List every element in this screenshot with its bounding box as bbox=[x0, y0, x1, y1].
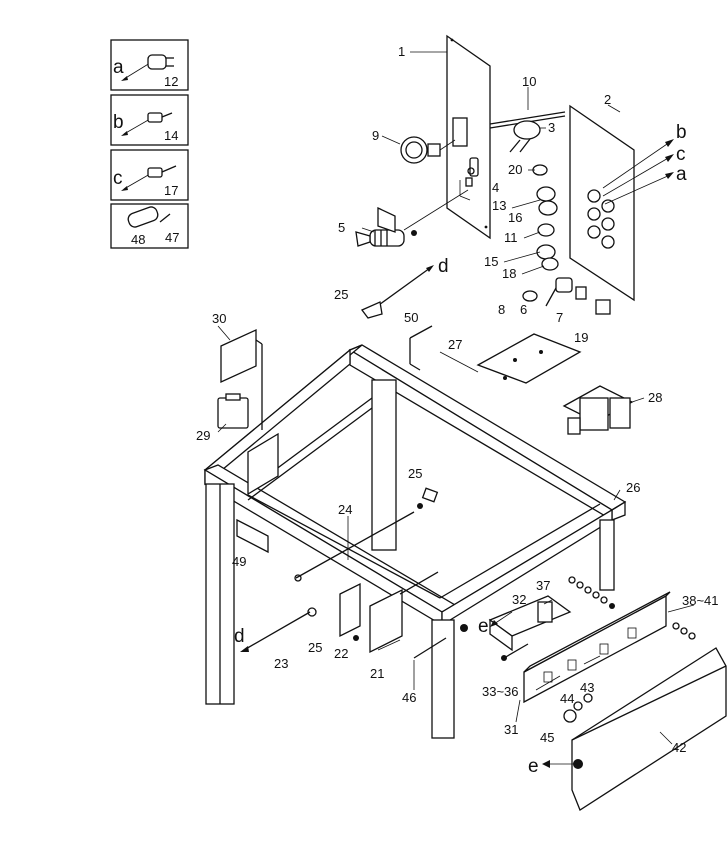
callout-25-lower: 25 bbox=[308, 640, 322, 655]
connector-d-lower: d bbox=[234, 626, 245, 647]
connector-b: b bbox=[676, 122, 687, 143]
callout-3: 3 bbox=[548, 120, 555, 135]
relay-28 bbox=[562, 385, 634, 435]
callout-6: 6 bbox=[520, 302, 527, 317]
callout-25-upper: 25 bbox=[334, 287, 348, 302]
callout-29: 29 bbox=[196, 428, 210, 443]
bolt-25-upper bbox=[417, 487, 439, 509]
callout-27: 27 bbox=[448, 337, 462, 352]
connector-letters: b c a d d e e bbox=[234, 122, 687, 777]
wire-arrows-abc bbox=[602, 139, 674, 205]
switch-group bbox=[532, 164, 559, 271]
part-37 bbox=[537, 601, 553, 623]
callout-50: 50 bbox=[404, 310, 418, 325]
callout-7: 7 bbox=[556, 310, 563, 325]
callout-8: 8 bbox=[498, 302, 505, 317]
callout-1: 1 bbox=[398, 44, 405, 59]
callout-16: 16 bbox=[508, 210, 522, 225]
plate-49 bbox=[236, 518, 269, 554]
callout-2: 2 bbox=[604, 92, 611, 107]
callout-22: 22 bbox=[334, 646, 348, 661]
relay-29 bbox=[217, 393, 249, 429]
callout-28: 28 bbox=[648, 390, 662, 405]
callout-20: 20 bbox=[508, 162, 522, 177]
connector-e-upper: e bbox=[478, 616, 489, 637]
bracket-32 bbox=[488, 595, 572, 652]
callout-49: 49 bbox=[232, 554, 246, 569]
connector-a: a bbox=[676, 164, 687, 185]
panel-1 bbox=[446, 34, 491, 240]
svg-text:47: 47 bbox=[165, 230, 179, 245]
rod-23 bbox=[240, 607, 317, 652]
callout-10: 10 bbox=[522, 74, 536, 89]
cable-d-upper bbox=[360, 265, 434, 319]
bolts-33-36 bbox=[501, 643, 529, 661]
callout-37: 37 bbox=[536, 578, 550, 593]
callout-44: 44 bbox=[560, 691, 574, 706]
callout-31: 31 bbox=[504, 722, 518, 737]
callout-23: 23 bbox=[274, 656, 288, 671]
callout-26: 26 bbox=[626, 480, 640, 495]
bolt-46 bbox=[413, 624, 468, 659]
inset-box-b: b 14 bbox=[110, 94, 189, 146]
callout-9: 9 bbox=[372, 128, 379, 143]
connector-e-lower: e bbox=[528, 756, 539, 777]
callout-43: 43 bbox=[580, 680, 594, 695]
inset-box-c: c 17 bbox=[110, 149, 189, 201]
svg-text:c: c bbox=[113, 168, 123, 189]
leader-lines bbox=[217, 51, 695, 745]
inset-box-fuse: 48 47 bbox=[110, 203, 189, 249]
callout-38-41: 38~41 bbox=[682, 593, 719, 608]
callout-13: 13 bbox=[492, 198, 506, 213]
washers-38-41 bbox=[568, 576, 696, 640]
svg-text:a: a bbox=[113, 57, 124, 78]
inset-box-a: a 12 bbox=[110, 39, 189, 91]
connector-e bbox=[490, 611, 578, 768]
callout-19: 19 bbox=[574, 330, 588, 345]
callout-45: 45 bbox=[540, 730, 554, 745]
callout-21: 21 bbox=[370, 666, 384, 681]
callout-32: 32 bbox=[512, 592, 526, 607]
plate-27 bbox=[476, 333, 582, 384]
svg-text:17: 17 bbox=[164, 183, 178, 198]
callout-33-36: 33~36 bbox=[482, 684, 519, 699]
panel-2 bbox=[569, 104, 635, 302]
rod-24 bbox=[294, 511, 415, 582]
svg-text:14: 14 bbox=[164, 128, 178, 143]
svg-text:48: 48 bbox=[131, 232, 145, 247]
svg-text:b: b bbox=[113, 112, 124, 133]
callout-30: 30 bbox=[212, 311, 226, 326]
callout-42: 42 bbox=[672, 740, 686, 755]
cover-42 bbox=[571, 647, 727, 811]
callout-25-middle: 25 bbox=[408, 466, 422, 481]
callout-5: 5 bbox=[338, 220, 345, 235]
callout-18: 18 bbox=[502, 266, 516, 281]
svg-text:12: 12 bbox=[164, 74, 178, 89]
switch-3 bbox=[509, 120, 541, 153]
key-switch-5 bbox=[355, 189, 469, 247]
bracket-50 bbox=[409, 325, 433, 371]
connector-parts bbox=[459, 167, 611, 315]
table-frame bbox=[203, 344, 627, 739]
callout-15: 15 bbox=[484, 254, 498, 269]
connector-c: c bbox=[676, 144, 686, 165]
callout-labels: 1 2 3 4 5 6 7 8 9 10 11 13 15 16 18 19 2… bbox=[196, 44, 719, 755]
bracket-30 bbox=[220, 328, 263, 430]
connector-d-upper: d bbox=[438, 256, 449, 277]
gauge-9 bbox=[400, 136, 456, 164]
callout-46: 46 bbox=[402, 690, 416, 705]
callout-11: 11 bbox=[504, 230, 518, 245]
panel-31 bbox=[523, 591, 671, 704]
callout-24: 24 bbox=[338, 502, 352, 517]
plate-22 bbox=[339, 582, 361, 641]
plate-21 bbox=[369, 571, 439, 654]
callout-4: 4 bbox=[492, 180, 499, 195]
